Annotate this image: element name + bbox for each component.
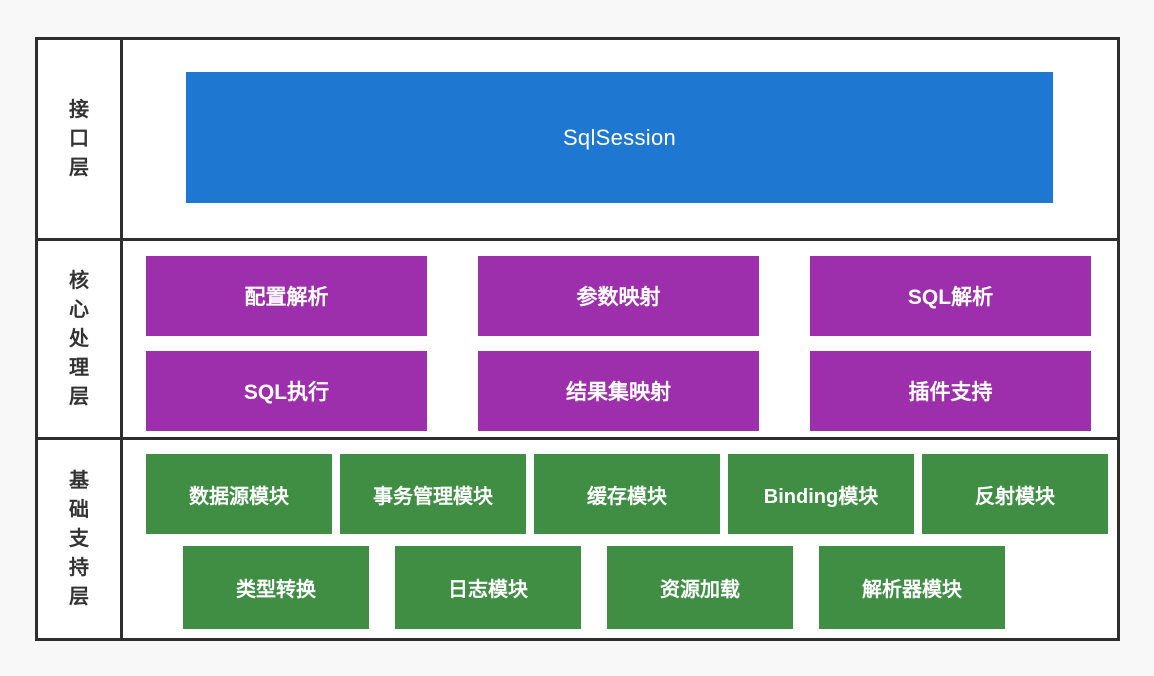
box-type-conversion: 类型转换: [183, 546, 369, 629]
box-binding-module: Binding模块: [728, 454, 914, 534]
box-config-parsing: 配置解析: [146, 256, 427, 336]
box-resource-loading: 资源加载: [607, 546, 793, 629]
box-plugin-support: 插件支持: [810, 351, 1091, 431]
core-row-2: SQL执行 结果集映射 插件支持: [123, 351, 1117, 431]
layer-label-cell-base: 基础支持层: [38, 440, 123, 638]
box-cache-module: 缓存模块: [534, 454, 720, 534]
layer-interface: 接口层 SqlSession: [38, 40, 1117, 241]
layer-core-processing: 核心处理层 配置解析 参数映射 SQL解析 SQL执行 结果集映射 插件支持: [38, 241, 1117, 440]
box-parameter-mapping: 参数映射: [478, 256, 759, 336]
box-logging-module: 日志模块: [395, 546, 581, 629]
layer-label-cell-interface: 接口层: [38, 40, 123, 238]
box-reflection-module: 反射模块: [922, 454, 1108, 534]
layer-content-core: 配置解析 参数映射 SQL解析 SQL执行 结果集映射 插件支持: [123, 241, 1117, 437]
layer-content-interface: SqlSession: [123, 40, 1117, 238]
box-transaction-module: 事务管理模块: [340, 454, 526, 534]
layer-label-base-support: 基础支持层: [69, 469, 89, 608]
base-row-2: 类型转换 日志模块 资源加载 解析器模块: [123, 546, 1117, 629]
layer-content-base: 数据源模块 事务管理模块 缓存模块 Binding模块 反射模块 类型转换 日志…: [123, 440, 1117, 638]
layer-label-cell-core: 核心处理层: [38, 241, 123, 437]
layer-label-core-processing: 核心处理层: [69, 269, 89, 408]
box-sql-parsing: SQL解析: [810, 256, 1091, 336]
box-datasource-module: 数据源模块: [146, 454, 332, 534]
layer-label-interface: 接口层: [69, 98, 89, 179]
architecture-diagram: 接口层 SqlSession 核心处理层 配置解析 参数映射 SQL解析 SQL…: [35, 37, 1120, 641]
base-row-1: 数据源模块 事务管理模块 缓存模块 Binding模块 反射模块: [123, 454, 1117, 534]
box-sqlsession: SqlSession: [186, 72, 1053, 203]
box-parser-module: 解析器模块: [819, 546, 1005, 629]
core-row-1: 配置解析 参数映射 SQL解析: [123, 256, 1117, 336]
box-resultset-mapping: 结果集映射: [478, 351, 759, 431]
layer-base-support: 基础支持层 数据源模块 事务管理模块 缓存模块 Binding模块 反射模块 类…: [38, 440, 1117, 638]
box-sql-execution: SQL执行: [146, 351, 427, 431]
